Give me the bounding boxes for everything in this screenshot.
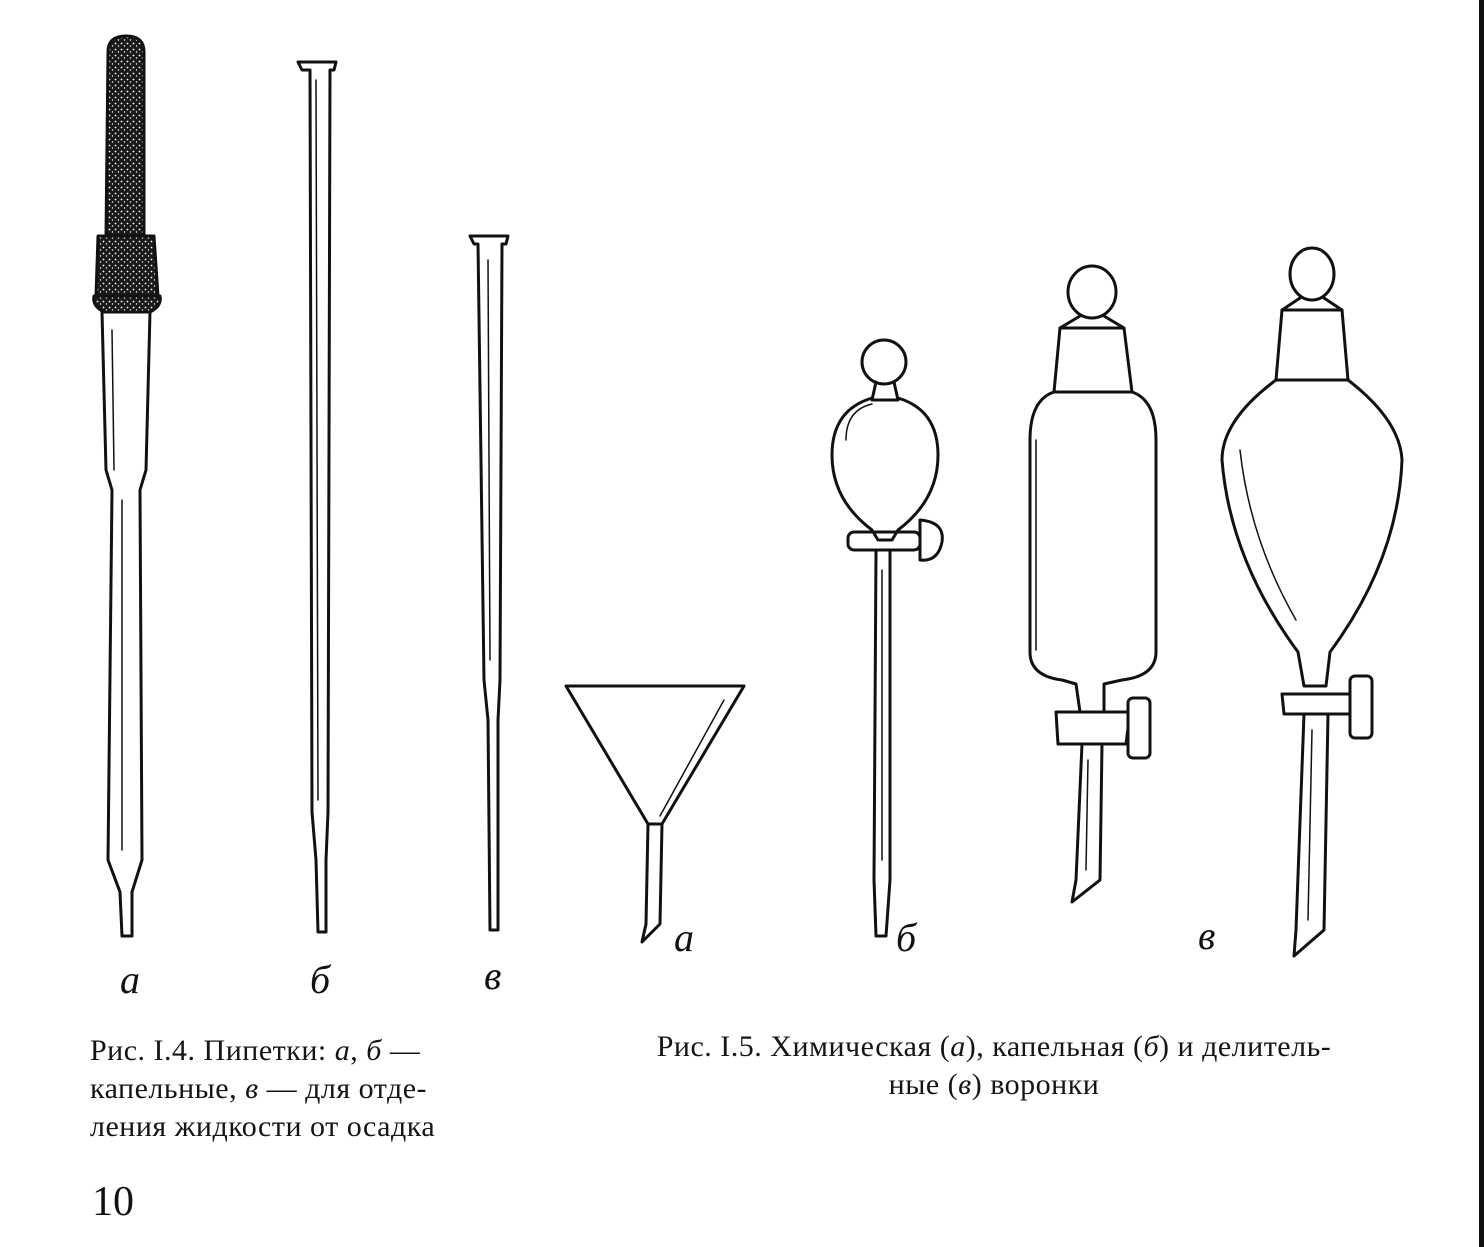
page-edge-rule [1479,0,1484,1247]
caption-4-line-3: ления жидкости от осадка [90,1110,436,1143]
caption-4-prefix: Рис. I.4. Пипетки: [90,1034,335,1067]
dropper-pipette [296,60,338,934]
caption-4-line-1: Рис. I.4. Пипетки: а, б — [90,1032,435,1070]
caption-4-ref-a: а [334,1034,351,1067]
caption-5-prefix: Рис. I.5. Химическая ( [656,1030,951,1063]
dropping-funnel [830,338,944,938]
caption-4-line2-prefix: капельные, [90,1072,246,1105]
caption-4-dash: — [381,1034,421,1067]
label-funnel-a: а [674,915,694,960]
caption-4-line2-suffix: — для отде- [258,1072,428,1105]
caption-4-ref-v: в [245,1072,259,1105]
label-pipette-a: а [120,957,140,1002]
caption-5-ref-v: в [958,1068,972,1101]
label-funnel-b: б [896,915,917,960]
caption-5-line2-suffix: ) воронки [971,1068,1100,1101]
caption-5-line-2: ные (в) воронки [564,1066,1424,1104]
cylindrical-separatory-funnel [1028,264,1158,904]
dropper-pipette-with-bulb [92,34,162,938]
caption-5-line-1: Рис. I.5. Химическая (а), капельная (б) … [564,1028,1424,1066]
figure-5-caption: Рис. I.5. Химическая (а), капельная (б) … [564,1028,1424,1104]
caption-4-ref-b: б [366,1034,382,1067]
caption-5-ref-b: б [1143,1030,1160,1063]
pipette-for-separation [468,234,510,932]
caption-5-mid1: ), капельная ( [965,1030,1144,1063]
label-funnel-v: в [1198,913,1216,958]
caption-4-sep: , [350,1034,367,1067]
page-number: 10 [92,1179,134,1225]
caption-5-mid2: ) и делитель- [1159,1030,1332,1063]
figure-4-caption: Рис. I.4. Пипетки: а, б — капельные, в —… [90,1032,435,1146]
caption-5-ref-a: а [950,1030,966,1063]
caption-5-line2-prefix: ные ( [888,1068,959,1101]
chemical-funnel [564,684,746,944]
pear-shaped-separatory-funnel [1220,246,1404,958]
label-pipette-v: в [484,953,502,998]
label-pipette-b: б [310,957,331,1002]
caption-4-line-2: капельные, в — для отде- [90,1070,435,1108]
